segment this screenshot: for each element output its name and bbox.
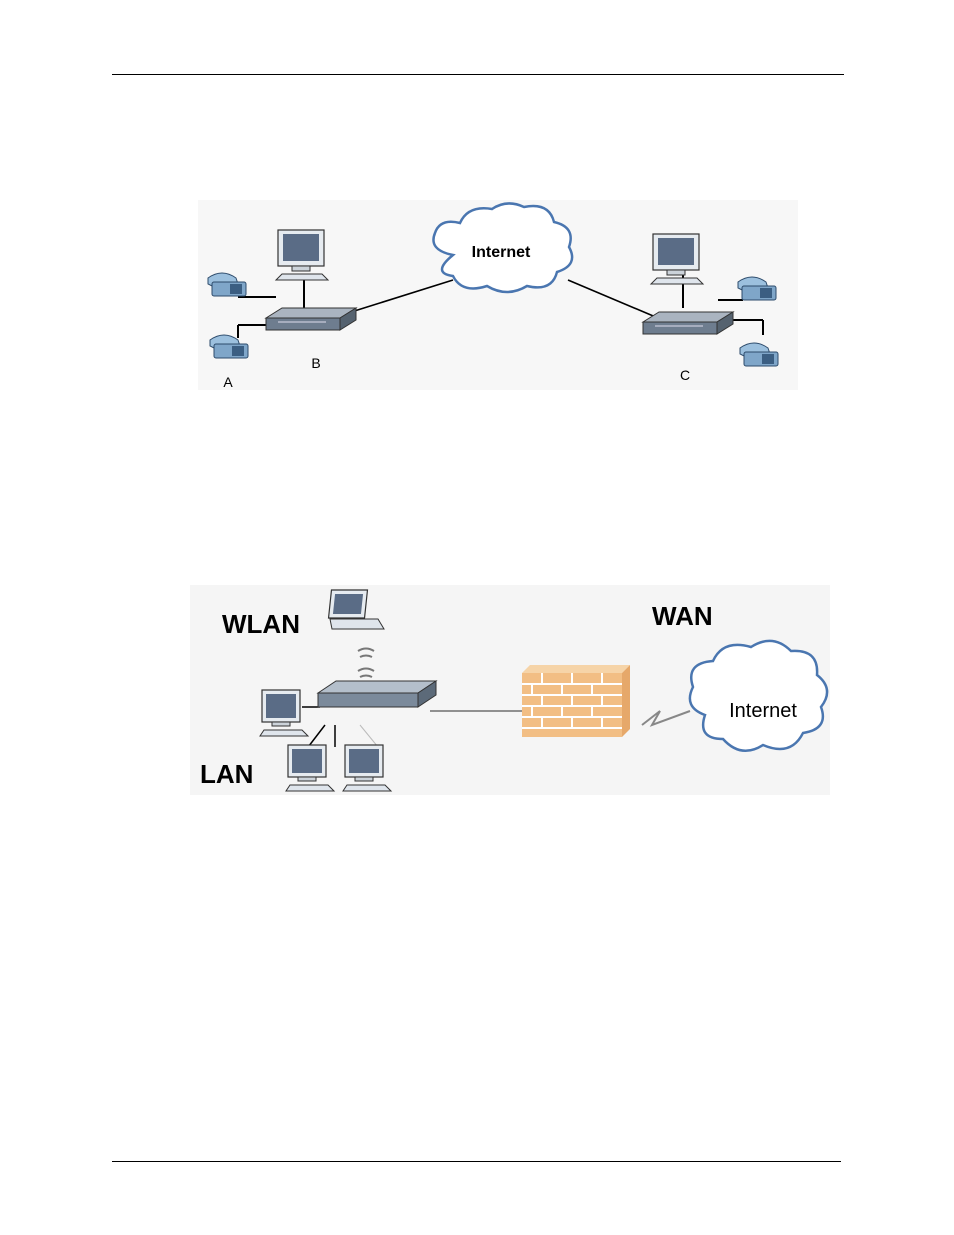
telephone-icon bbox=[210, 335, 248, 358]
laptop-icon bbox=[329, 590, 384, 629]
desktop-computer-icon bbox=[260, 690, 308, 736]
wlan-label: WLAN bbox=[222, 609, 300, 639]
router-icon bbox=[318, 681, 436, 707]
label-b: B bbox=[311, 355, 320, 371]
router-icon bbox=[266, 308, 356, 330]
wan-link-left bbox=[348, 280, 453, 313]
telephone-icon bbox=[208, 273, 246, 296]
cloud-label: Internet bbox=[472, 244, 531, 261]
desktop-computer-icon bbox=[276, 230, 328, 280]
router-icon bbox=[643, 312, 733, 334]
voip-network-diagram: Internet A B C bbox=[198, 200, 798, 390]
telephone-icon bbox=[740, 343, 778, 366]
wlan-lan-wan-diagram: WLAN WAN LAN bbox=[190, 585, 830, 795]
desktop-computer-icon bbox=[651, 234, 703, 284]
wan-label: WAN bbox=[652, 601, 713, 631]
label-a: A bbox=[223, 374, 233, 390]
header-rule bbox=[112, 74, 844, 75]
firewall-icon bbox=[522, 665, 630, 737]
telephone-icon bbox=[738, 277, 776, 300]
label-c: C bbox=[680, 367, 690, 383]
cloud-icon bbox=[690, 641, 827, 751]
desktop-computer-icon bbox=[286, 745, 334, 791]
cloud-label: Internet bbox=[729, 700, 797, 722]
wireless-signal-icon bbox=[358, 649, 374, 678]
footer-rule bbox=[112, 1161, 841, 1162]
lan-label: LAN bbox=[200, 759, 253, 789]
wan-link-right bbox=[568, 280, 658, 318]
desktop-computer-icon bbox=[343, 745, 391, 791]
